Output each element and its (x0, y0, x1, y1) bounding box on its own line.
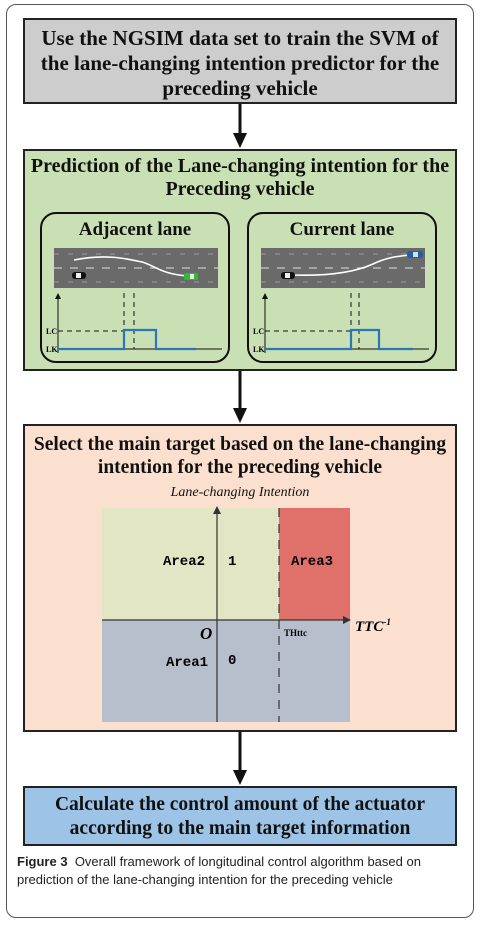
area1-region (102, 620, 350, 722)
x-axis-superscript: -1 (383, 617, 391, 627)
step-select-target-title: Select the main target based on the lane… (33, 434, 447, 478)
step-train-svm-text: Use the NGSIM data set to train the SVM … (40, 26, 440, 100)
adjacent-lane-road-image (54, 248, 218, 288)
adjacent-lane-panel: Adjacent lane LC LK (40, 212, 230, 363)
current-lane-title: Current lane (289, 219, 395, 240)
adjacent-lane-title: Adjacent lane (78, 219, 192, 240)
arrow-down-icon (233, 104, 247, 148)
svg-text:TTC-1: TTC-1 (355, 617, 391, 635)
adjacent-lk-label: LK (46, 345, 58, 354)
area3-region (279, 508, 350, 620)
y-tick-low: 0 (228, 653, 236, 669)
y-tick-high: 1 (228, 554, 236, 570)
figure-caption: Figure 3 Overall framework of longitudin… (17, 853, 467, 889)
current-lane-road-image (261, 248, 425, 288)
area1-label: Area1 (166, 655, 208, 671)
step-calculate-control-box: Calculate the control amount of the actu… (23, 786, 457, 846)
x-axis-label: TTC (355, 619, 384, 635)
target-selection-chart: Area2 Area3 Area1 1 0 O THttc TTC-1 (102, 506, 391, 722)
step-train-svm-box: Use the NGSIM data set to train the SVM … (23, 18, 457, 104)
area2-region (102, 508, 279, 620)
arrow-down-icon (233, 371, 247, 423)
current-lane-panel: Current lane LC LK (247, 212, 437, 363)
step-prediction-box: Prediction of the Lane-changing intentio… (23, 149, 457, 371)
step-prediction-title: Prediction of the Lane-changing intentio… (30, 155, 450, 200)
area2-label: Area2 (163, 554, 205, 570)
intention-axis-label: Lane-changing Intention (170, 485, 310, 500)
area3-label: Area3 (291, 554, 333, 570)
step-calculate-control-text: Calculate the control amount of the actu… (54, 794, 426, 839)
figure-caption-text: Overall framework of longitudinal contro… (17, 854, 421, 887)
adjacent-lc-label: LC (46, 327, 57, 336)
threshold-label: THttc (284, 628, 307, 638)
arrow-down-icon (233, 732, 247, 785)
current-lc-label: LC (253, 327, 264, 336)
origin-label: O (200, 624, 212, 643)
current-lane-intention-signal: LC LK (253, 293, 429, 354)
figure-label: Figure 3 (17, 854, 68, 869)
adjacent-lane-intention-signal: LC LK (46, 293, 222, 354)
figure-frame (6, 4, 474, 918)
step-select-target-box: Select the main target based on the lane… (23, 424, 457, 732)
current-lk-label: LK (253, 345, 265, 354)
